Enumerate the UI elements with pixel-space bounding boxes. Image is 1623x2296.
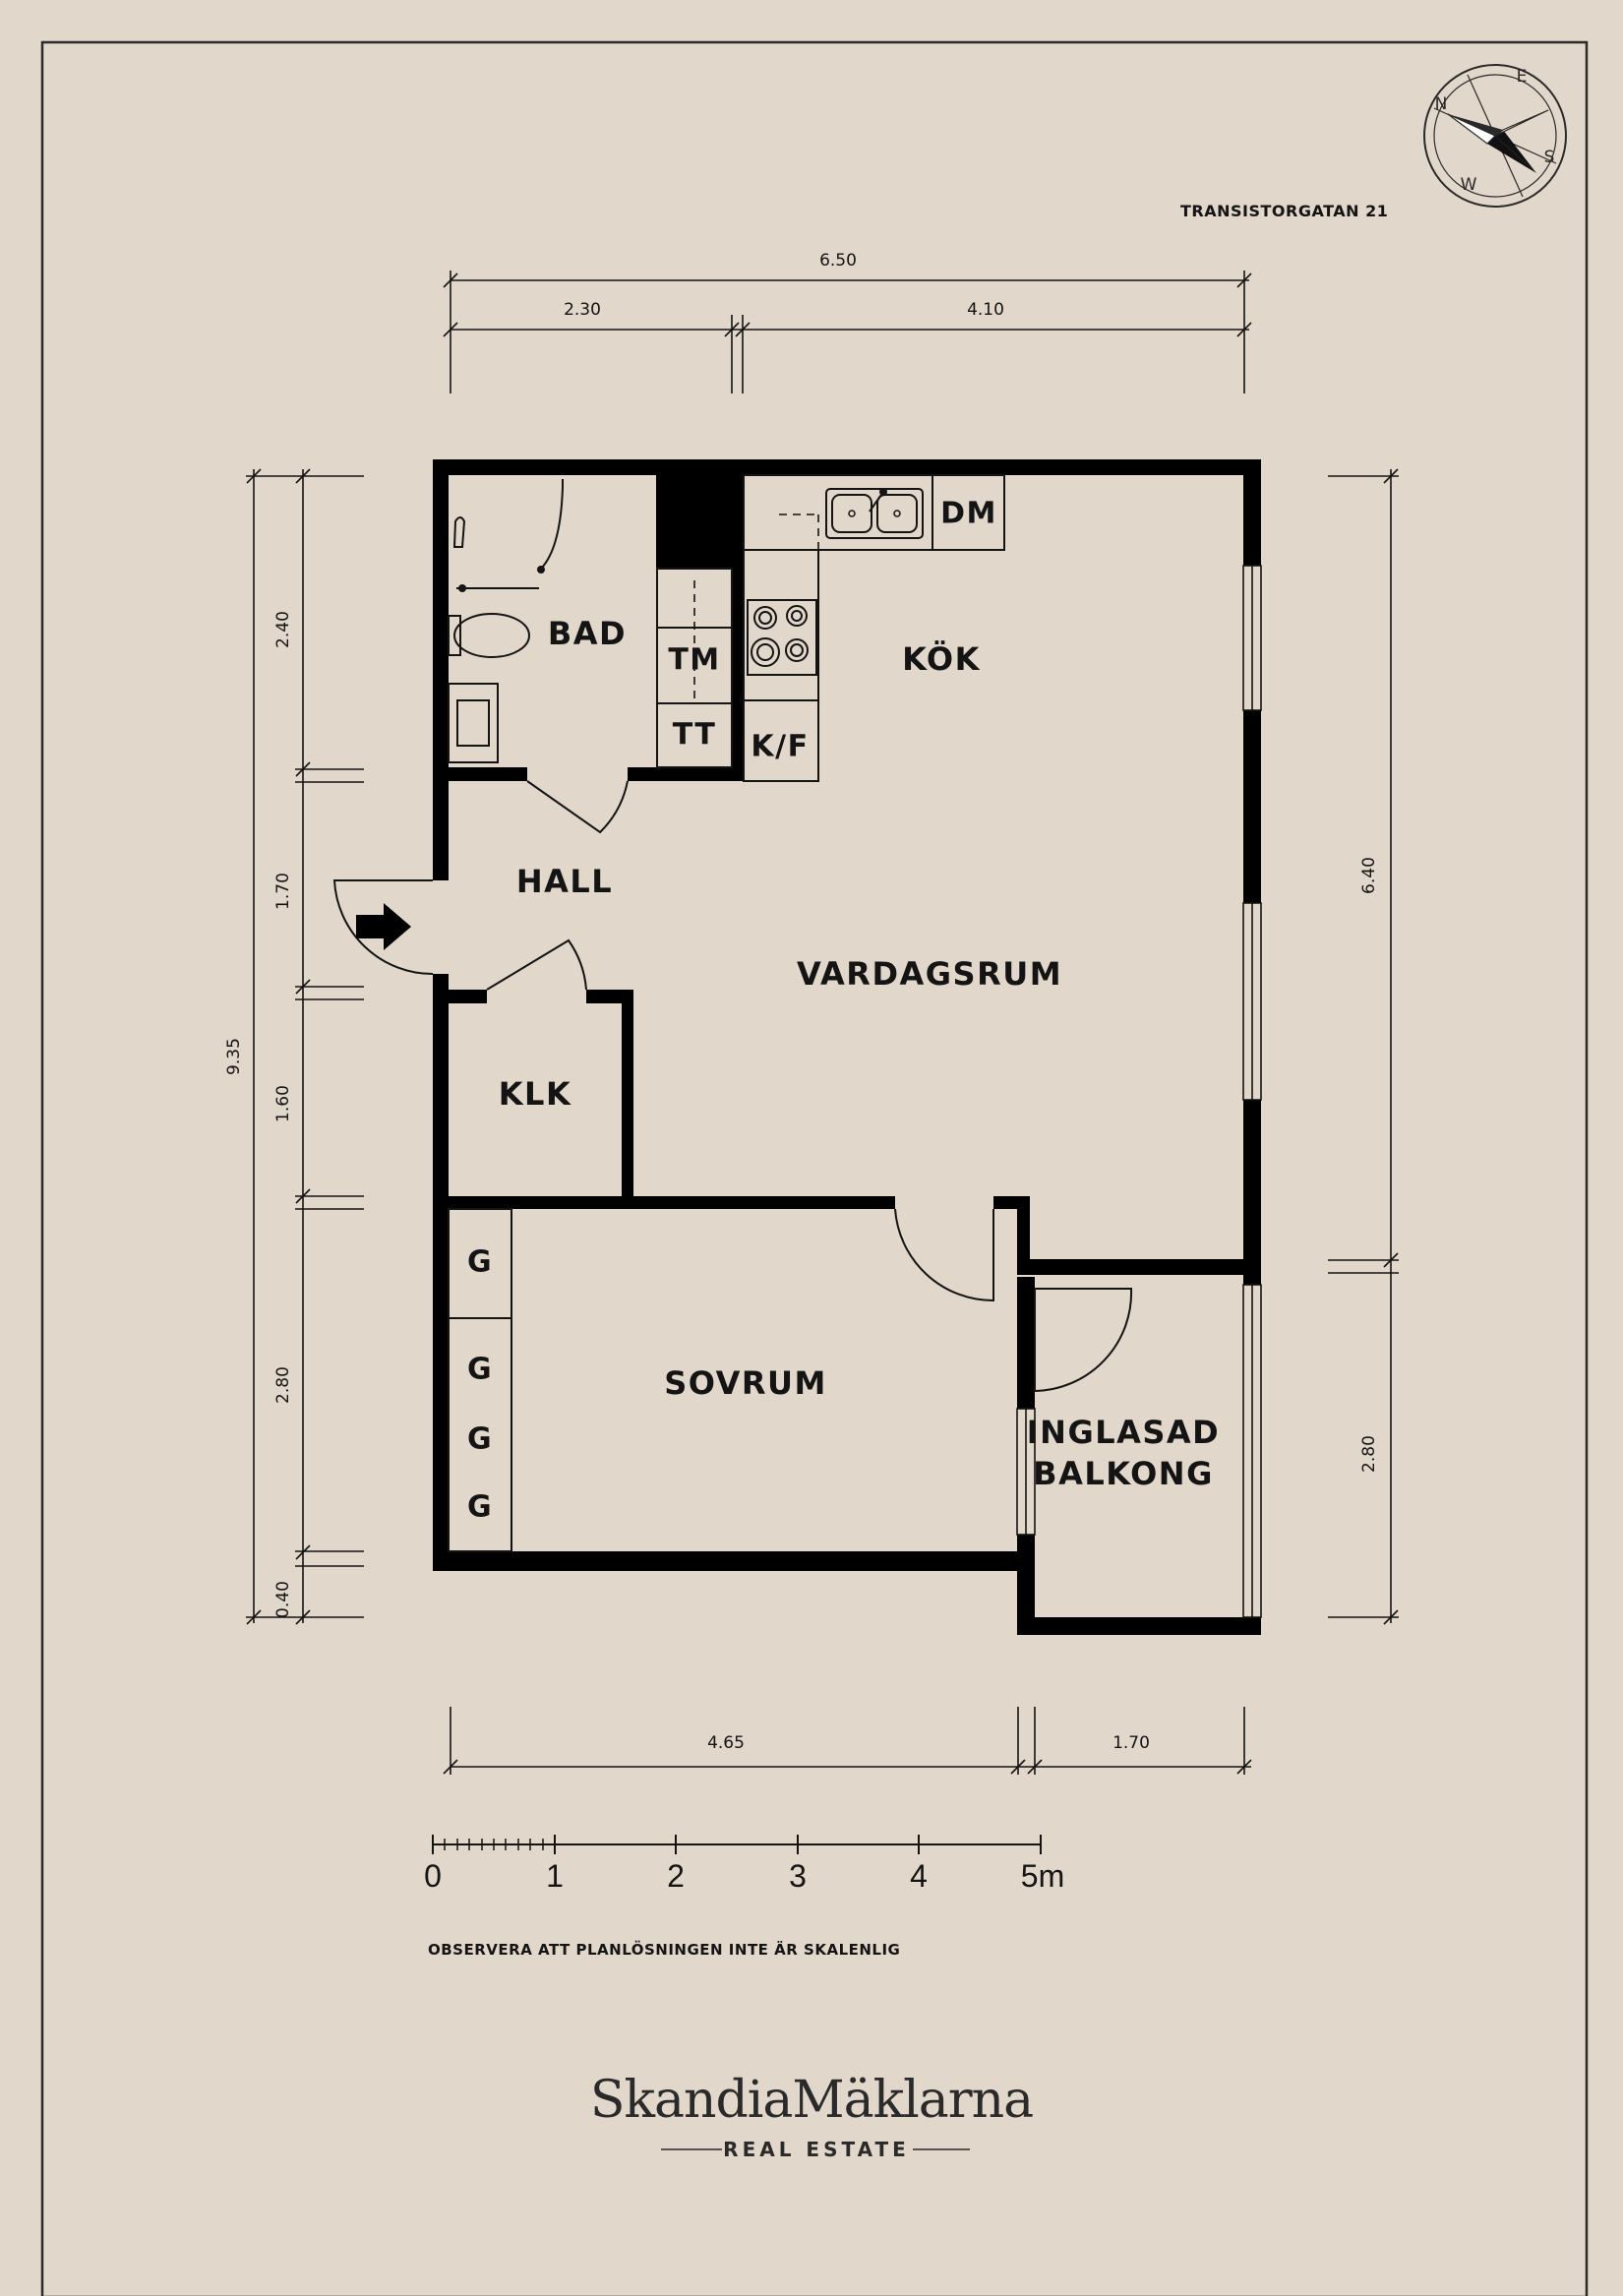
dim-bottom-right: 1.70 — [1112, 1733, 1150, 1753]
wardrobes: G G G G — [448, 1208, 512, 1552]
entrance-door — [332, 879, 434, 976]
room-kok: KÖK — [902, 640, 981, 678]
dimension-left: 9.35 2.40 1.70 1.60 2.80 0.40 — [224, 468, 364, 1625]
scale-label-2: 2 — [667, 1858, 685, 1894]
dim-top-right: 4.10 — [967, 300, 1004, 320]
fixture-dm: DM — [940, 497, 997, 531]
room-bad: BAD — [548, 615, 627, 652]
closet-door — [486, 938, 587, 991]
fixture-tm: TM — [668, 643, 720, 678]
compass-e: E — [1517, 67, 1528, 87]
room-vardagsrum: VARDAGSRUM — [797, 955, 1062, 993]
page-frame — [40, 40, 1589, 2296]
dim-top-total: 6.50 — [819, 251, 857, 271]
doors — [332, 780, 1133, 1392]
sink-icon — [448, 683, 499, 763]
room-balkong-line1: INGLASAD — [1027, 1414, 1220, 1451]
balcony-door — [1034, 1288, 1133, 1392]
dim-left-1: 2.40 — [273, 611, 293, 648]
shower-curtain — [538, 479, 564, 572]
dim-left-4: 2.80 — [273, 1366, 293, 1404]
dim-top-left: 2.30 — [564, 300, 601, 320]
dim-left-3: 1.60 — [273, 1085, 293, 1122]
room-labels: BAD KÖK HALL VARDAGSRUM KLK SOVRUM INGLA… — [499, 615, 1220, 1492]
dim-left-5: 0.40 — [273, 1581, 293, 1618]
stove-icon — [747, 599, 817, 676]
compass-n: N — [1435, 94, 1448, 114]
laundry-column: TM TT — [656, 568, 733, 768]
entrance-arrow-icon — [356, 903, 411, 950]
dimension-right: 6.40 2.80 — [1328, 468, 1399, 1625]
dim-bottom-left: 4.65 — [707, 1733, 745, 1753]
scale-label-0: 0 — [424, 1858, 442, 1894]
room-hall: HALL — [516, 863, 613, 900]
toilet-tank — [448, 615, 461, 656]
windows — [1016, 565, 1262, 1618]
wardrobe-4: G — [467, 1490, 493, 1525]
fixture-tt: TT — [673, 718, 717, 753]
dimension-top: 6.50 2.30 4.10 — [443, 251, 1252, 393]
wardrobe-3: G — [467, 1422, 493, 1457]
room-klk: KLK — [499, 1075, 571, 1113]
compass: N E S W — [1423, 64, 1567, 208]
shower-head-icon — [452, 516, 466, 548]
scale-label-5: 5m — [1021, 1858, 1064, 1894]
dimension-bottom: 4.65 1.70 — [443, 1707, 1252, 1775]
brand-tagline: REAL ESTATE — [723, 2138, 910, 2161]
dim-right-2: 2.80 — [1359, 1435, 1379, 1473]
walls — [433, 459, 1261, 1635]
kitchen-counters: DM K/F — [743, 474, 1005, 782]
scale-label-1: 1 — [546, 1858, 564, 1894]
brand-logo: SkandiaMäklarna REAL ESTATE — [590, 2071, 1034, 2161]
wardrobe-2: G — [467, 1353, 493, 1387]
scale-label-4: 4 — [910, 1858, 928, 1894]
dim-left-2: 1.70 — [273, 873, 293, 910]
kitchen-sink-icon — [825, 488, 924, 539]
dim-left-total: 9.35 — [224, 1038, 244, 1075]
address: TRANSISTORGATAN 21 — [1180, 202, 1388, 220]
scale-bar: 0 1 2 3 4 5m — [424, 1835, 1064, 1894]
bathroom-door — [526, 780, 629, 834]
disclaimer: OBSERVERA ATT PLANLÖSNINGEN INTE ÄR SKAL… — [428, 1940, 900, 1959]
brand-name: SkandiaMäklarna — [590, 2071, 1033, 2130]
compass-w: W — [1461, 175, 1477, 195]
room-sovrum: SOVRUM — [664, 1364, 827, 1402]
scale-label-3: 3 — [789, 1858, 807, 1894]
toilet-icon — [453, 613, 530, 658]
bathroom-fixtures — [448, 479, 564, 763]
bedroom-door — [894, 1208, 994, 1302]
compass-ring — [1423, 64, 1567, 208]
compass-s: S — [1544, 148, 1555, 167]
fixture-kf: K/F — [751, 730, 809, 764]
wardrobe-1: G — [467, 1245, 493, 1280]
dim-right-1: 6.40 — [1359, 857, 1379, 894]
room-balkong-line2: BALKONG — [1033, 1455, 1214, 1492]
